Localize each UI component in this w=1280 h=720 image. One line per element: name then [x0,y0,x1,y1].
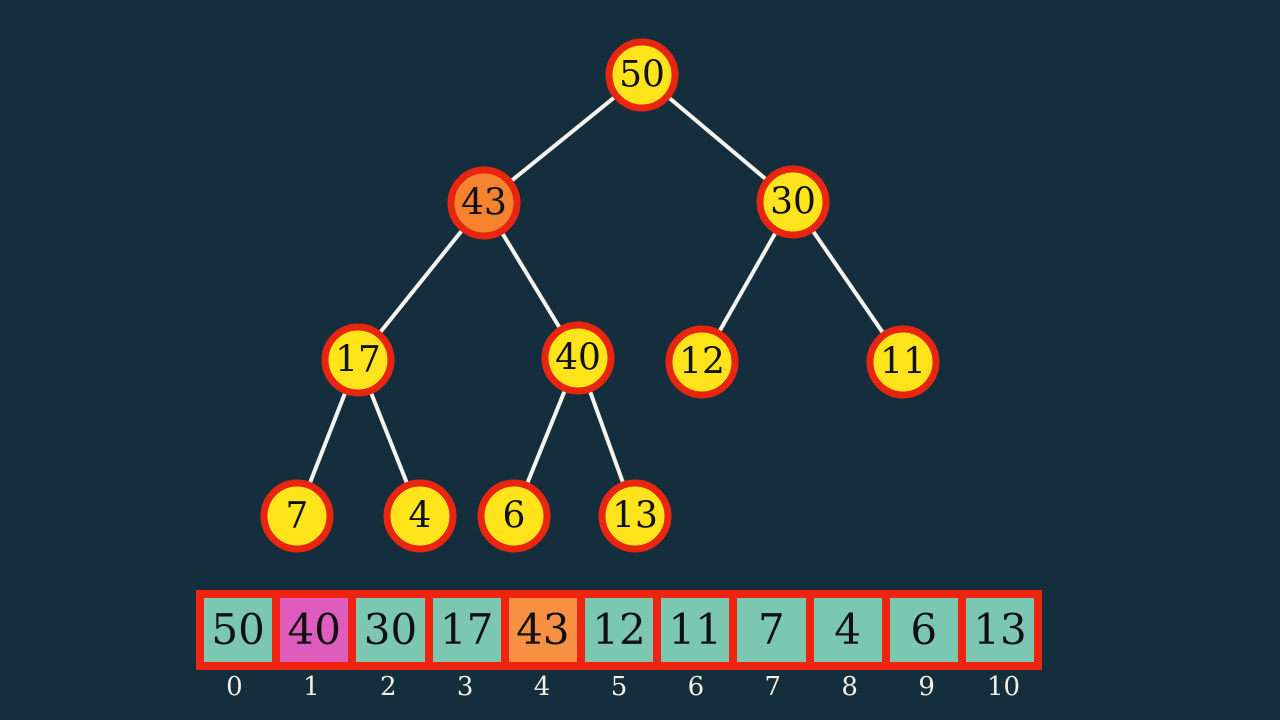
tree-node-circle [665,325,739,399]
array-index-label: 8 [841,672,858,702]
tree-node: 40 [541,321,615,395]
array-index-label: 1 [303,672,320,702]
tree-node-value: 40 [555,338,601,379]
array-cell: 17 [428,594,505,666]
tree-edges [295,73,905,517]
array-cell: 4 [809,594,886,666]
tree-node-circle [541,321,615,395]
tree-node-circle [447,166,521,240]
array-index-label: 7 [764,672,782,702]
array-cell: 50 [200,594,277,666]
tree-node: 6 [477,479,551,553]
tree-node-circle [866,325,940,399]
tree-node-value: 4 [409,496,432,537]
array-index-label: 0 [226,672,243,702]
tree-node: 7 [260,479,334,553]
array-index-label: 6 [687,672,705,702]
tree-node-value: 12 [679,342,725,383]
array-cell: 12 [580,594,658,666]
tree-node-value: 30 [770,182,816,223]
tree-node-value: 6 [503,496,526,537]
tree-node-circle [321,323,395,397]
tree-node-value: 11 [880,342,926,383]
tree-node-circle [477,479,551,553]
tree-node: 4 [383,479,457,553]
tree-node-circle [605,38,679,112]
array-index-label: 4 [533,672,551,702]
tree-node-circle [383,479,457,553]
array-cell: 40 [276,594,353,666]
tree-node: 50 [605,38,679,112]
tree-node: 30 [756,165,830,239]
tree-node-value: 17 [335,340,381,381]
array-index-label: 5 [610,672,628,702]
array-index-label: 3 [456,672,474,702]
array-cell: 43 [504,594,581,666]
heap-array: 50 40 30 17 43 12 11 7 4 6 13 [196,590,1042,670]
tree-node-circle [756,165,830,239]
tree-node: 11 [866,325,940,399]
tree-node-circle [598,479,672,553]
array-cell: 13 [961,594,1039,666]
array-index-label: 10 [986,672,1021,702]
tree-node-value: 50 [619,55,665,96]
heap-tree-diagram: 50 43 30 17 40 12 11 7 [260,38,940,553]
array-index-label: 9 [918,672,935,702]
array-cell: 6 [885,594,962,666]
tree-node: 12 [665,325,739,399]
array-cell: 30 [352,594,429,666]
tree-node-value: 7 [286,496,309,537]
array-cell: 7 [733,594,810,666]
tree-node: 17 [321,323,395,397]
tree-node: 13 [598,479,672,553]
array-cell: 11 [657,594,734,666]
tree-node: 43 [447,166,521,240]
tree-node-value: 13 [612,496,658,537]
array-index-label: 2 [379,672,397,702]
tree-node-circle [260,479,334,553]
array-index-row: 0 1 2 3 4 5 6 7 8 9 10 [196,674,1042,700]
tree-node-value: 43 [461,183,507,224]
